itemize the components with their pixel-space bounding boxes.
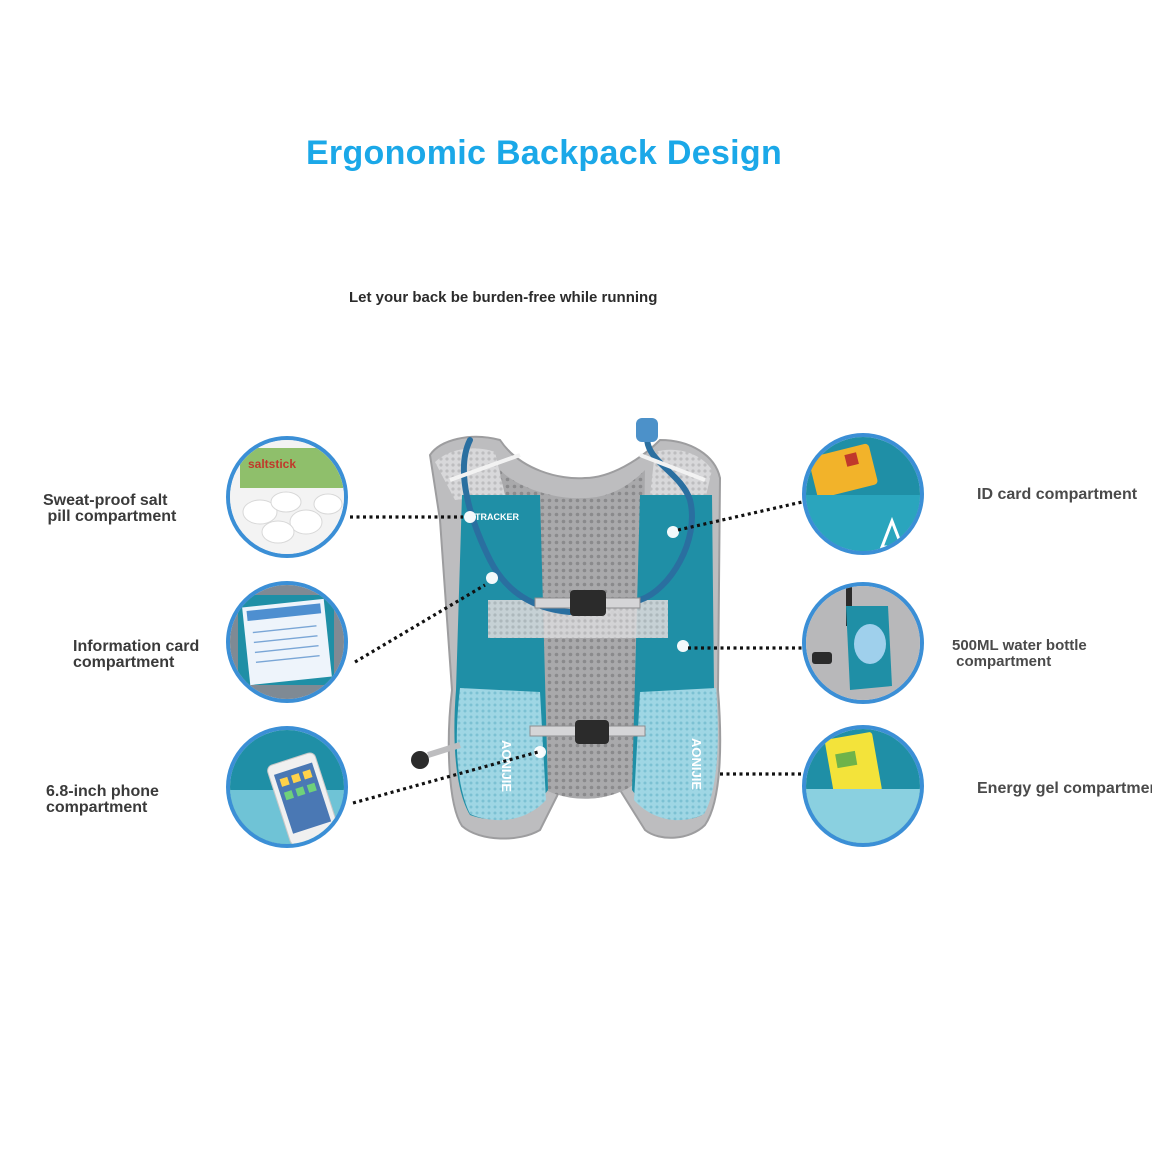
vest-tag-text: TRACKER [475,512,519,522]
vest-brand-left: AONIJIE [499,740,514,792]
vest-brand-right: AONIJIE [689,738,704,790]
feature-label-info-card: Information card compartment [73,638,200,671]
vest-left-pocket [456,688,546,821]
salt-brand-text: saltstick [248,457,296,471]
connector-id-card [677,500,803,532]
connector-lines [350,500,803,805]
lower-buckle-icon [575,720,609,744]
detail-circle-info-card [226,581,348,703]
chest-buckle-icon [570,590,606,616]
feature-label-phone: 6.8-inch phone compartment [46,783,159,816]
feature-label-energy-gel: Energy gel compartment [977,780,1152,797]
page-title: Ergonomic Backpack Design [305,134,783,172]
vest-body [411,418,722,840]
detail-circle-energy-gel [802,725,924,847]
page-subtitle: Let your back be burden-free while runni… [349,289,658,306]
id-card-icon [806,437,920,551]
detail-circle-salt-pill: saltstick [226,436,348,558]
detail-circle-phone [226,726,348,848]
salt-pill-icon: saltstick [230,440,344,554]
phone-icon [230,730,344,844]
feature-label-salt-pill: Sweat-proof salt pill compartment [43,492,177,525]
feature-label-id-card: ID card compartment [977,486,1138,503]
feature-label-water-bottle: 500ML water bottle compartment [952,637,1087,670]
detail-circle-id-card [802,433,924,555]
water-bottle-icon [806,586,920,700]
vest-right-pocket [634,688,718,821]
bite-valve-icon [636,418,658,442]
connector-info-card [354,583,486,664]
energy-gel-icon [806,729,920,843]
detail-circle-water-bottle [802,582,924,704]
info-card-icon [230,585,344,699]
